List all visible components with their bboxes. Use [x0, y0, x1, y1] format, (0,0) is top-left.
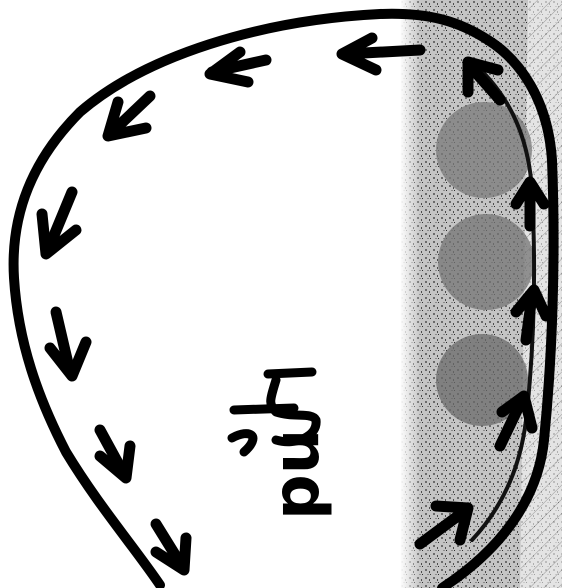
arrow-top-3	[108, 96, 150, 136]
symbol-stroke-bar	[268, 372, 312, 374]
arrow-left-3	[100, 430, 130, 478]
arrow-left-2	[50, 312, 86, 376]
dark-circular-blobs	[436, 102, 534, 426]
arrow-left-1	[42, 192, 76, 254]
arrow-top-2	[210, 52, 266, 82]
arrow-bottom-left	[156, 524, 186, 570]
symbol-stroke-tail	[232, 434, 253, 452]
annotation-label: pu	[260, 429, 334, 520]
